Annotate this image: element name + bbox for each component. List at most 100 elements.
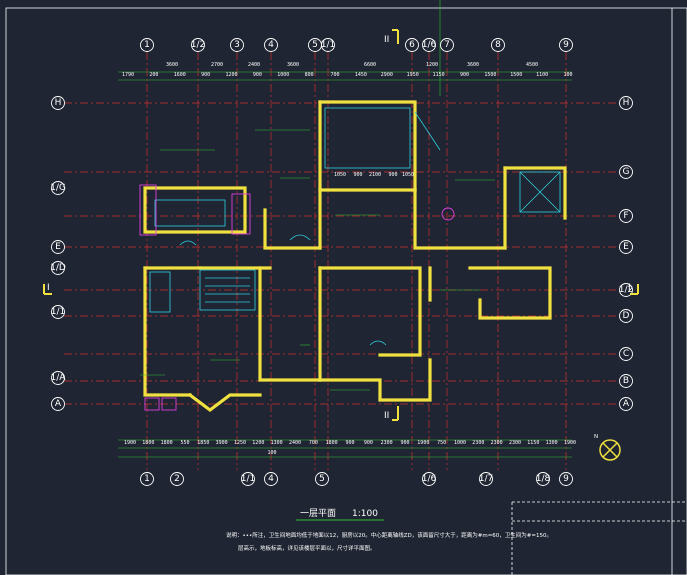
dim-bottom-11: 1800	[326, 440, 338, 446]
axis-right-8: A	[619, 397, 633, 411]
axis-right-4: 1/2	[619, 283, 633, 297]
axis-bottom-8: 9	[559, 472, 573, 486]
axis-top-8-label: 7	[444, 40, 450, 50]
dim-top2-0: 1790	[122, 72, 134, 78]
axis-top-0: 1	[140, 38, 154, 52]
dim-bottom-4: 1850	[197, 440, 209, 446]
axis-left-3-label: 1/D	[50, 263, 66, 273]
axis-bottom-3: 4	[264, 472, 278, 486]
axis-top-2-label: 3	[234, 40, 240, 50]
left-axis-bubbles: H1/GE1/D1/11/AA	[50, 96, 66, 411]
axis-right-2-label: F	[623, 211, 628, 221]
axis-bottom-7: 1/8	[536, 472, 551, 486]
room-dim-1: 900	[353, 172, 362, 178]
axis-left-4: 1/1	[51, 305, 65, 319]
axis-left-1: 1/G	[50, 181, 66, 195]
room-dim-2: 2100	[369, 172, 381, 178]
axis-right-0: H	[619, 96, 633, 110]
axis-bottom-2: 1/1	[241, 472, 255, 486]
axis-right-1: G	[619, 165, 633, 179]
axis-right-6-label: C	[623, 349, 629, 359]
axis-top-1: 1/2	[191, 38, 205, 52]
dim-top2-14: 1500	[484, 72, 496, 78]
section-mark-bottom: II	[384, 411, 389, 421]
axis-right-8-label: A	[623, 399, 630, 409]
axis-left-6-label: A	[55, 399, 62, 409]
bottom-extra-dim: 100	[267, 450, 276, 456]
dim-top1-2: 2400	[248, 62, 260, 68]
axis-top-5-label: 1/1	[321, 40, 335, 50]
section-marks: II II I I	[43, 29, 639, 421]
dim-bottom-13: 900	[364, 440, 373, 446]
axis-top-3-label: 4	[268, 40, 274, 50]
dim-top1-4: 6600	[364, 62, 376, 68]
dim-top1-7: 4500	[526, 62, 538, 68]
dim-top1-0: 3600	[166, 62, 178, 68]
dim-top1-5: 1200	[426, 62, 438, 68]
axis-top-10: 9	[559, 38, 573, 52]
dim-bottom-17: 750	[437, 440, 446, 446]
dim-top2-9: 1450	[355, 72, 367, 78]
axis-right-5-label: D	[623, 311, 630, 321]
dim-bottom-6: 1250	[234, 440, 246, 446]
axis-right-0-label: H	[623, 98, 630, 108]
note-line-1: 说明：•••所注，卫生间地面均低于地面以12，厨房以20。中心距离轴线ZD，该面…	[226, 531, 552, 539]
axis-bottom-0-label: 1	[144, 474, 150, 484]
axis-left-3: 1/D	[50, 261, 66, 275]
dim-bottom-1: 1800	[142, 440, 154, 446]
dim-top2-4: 1200	[226, 72, 238, 78]
axis-top-6: 6	[405, 38, 419, 52]
dim-bottom-20: 2300	[491, 440, 503, 446]
dim-top2-15: 1500	[510, 72, 522, 78]
axis-left-6: A	[51, 397, 65, 411]
axis-bottom-2-label: 1/1	[241, 474, 255, 484]
axis-right-5: D	[619, 309, 633, 323]
dim-bottom-23: 1300	[546, 440, 558, 446]
axis-left-4-label: 1/1	[51, 307, 65, 317]
fixtures	[139, 184, 455, 411]
dim-bottom-3: 550	[180, 440, 189, 446]
axis-right-3: E	[619, 240, 633, 254]
axis-bottom-4: 5	[315, 472, 329, 486]
axis-bottom-6-label: 1/7	[479, 474, 493, 484]
axis-top-4: 5	[308, 38, 322, 52]
axis-right-1-label: G	[623, 167, 630, 177]
axis-top-2: 3	[230, 38, 244, 52]
axis-top-7-label: 1/6	[422, 40, 437, 50]
axis-top-6-label: 6	[409, 40, 415, 50]
interior-details	[149, 107, 561, 346]
dim-top2-2: 1600	[174, 72, 186, 78]
dim-bottom-21: 2300	[509, 440, 521, 446]
dim-bottom-10: 700	[309, 440, 318, 446]
axis-bottom-4-label: 5	[319, 474, 325, 484]
dim-top2-17: 100	[563, 72, 572, 78]
dim-bottom-2: 1800	[161, 440, 173, 446]
sheet-frame	[5, 7, 687, 575]
dim-top2-1: 200	[149, 72, 158, 78]
dim-bottom-19: 2300	[472, 440, 484, 446]
section-mark-right: I	[628, 283, 631, 293]
axis-bottom-5: 1/6	[422, 472, 437, 486]
dim-bottom-8: 1300	[271, 440, 283, 446]
dim-bottom-22: 1150	[527, 440, 539, 446]
axis-right-4-label: 1/2	[619, 285, 633, 295]
dim-bottom-24: 1900	[564, 440, 576, 446]
dim-bottom-15: 900	[400, 440, 409, 446]
walls	[143, 100, 567, 412]
section-mark-left: I	[47, 283, 50, 293]
axis-bottom-3-label: 4	[268, 474, 274, 484]
dim-top2-16: 1100	[536, 72, 548, 78]
dim-top2-11: 1950	[407, 72, 419, 78]
dim-bottom-12: 900	[345, 440, 354, 446]
drawing-title: 一层平面 1:100	[296, 508, 384, 521]
dim-top2-7: 800	[305, 72, 314, 78]
dim-top2-8: 700	[331, 72, 340, 78]
axis-top-5: 1/1	[321, 38, 335, 52]
